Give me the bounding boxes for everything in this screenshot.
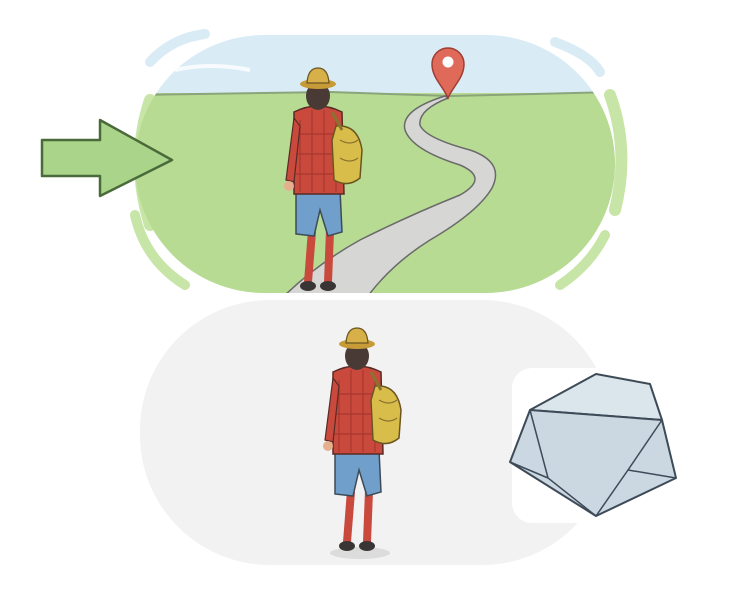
horizon <box>135 90 615 98</box>
ring-stroke-top-right <box>550 37 605 77</box>
top-scene <box>40 29 628 293</box>
ring-stroke-right <box>604 89 628 216</box>
walker-shadow <box>330 547 390 559</box>
ring-stroke-left-bottom <box>130 210 190 290</box>
keyboard-key-icon <box>509 368 682 523</box>
bottom-scene <box>140 300 682 565</box>
ring-stroke-top-left <box>145 29 210 67</box>
right-arrow-icon <box>40 118 174 198</box>
winding-path <box>278 95 497 293</box>
ring-stroke-right-bottom <box>555 230 610 290</box>
map-pin-icon <box>431 47 465 100</box>
